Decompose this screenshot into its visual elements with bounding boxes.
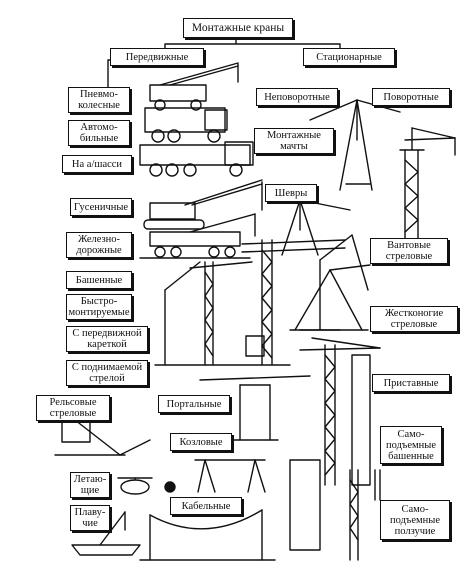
shear-legs-drawing xyxy=(281,199,351,256)
label-automobile: Автомо- бильные xyxy=(68,120,130,146)
railway-crane-drawing xyxy=(139,213,256,259)
rotating-crane-drawing xyxy=(399,127,456,241)
label-shear-legs: Шевры xyxy=(265,184,317,202)
label-tower: Башенные xyxy=(66,271,132,289)
label-masts: Монтажные мачты xyxy=(254,128,334,154)
label-cable: Кабельные xyxy=(170,497,242,515)
cable-crane-drawing xyxy=(139,509,276,561)
label-pneumatic: Пневмо- колесные xyxy=(68,87,130,113)
label-mobile-carriage: С передвижной кареткой xyxy=(66,326,148,352)
label-rotating: Поворотные xyxy=(372,88,450,106)
label-chassis: На а/шасси xyxy=(62,155,132,173)
crawler-crane-drawing xyxy=(143,179,263,230)
label-flying: Летаю- щие xyxy=(70,472,110,498)
label-rigid-leg-boom: Жестконогие стреловые xyxy=(370,306,458,332)
portal-crane-drawing xyxy=(199,375,311,441)
label-non-rotating: Неповоротные xyxy=(256,88,338,106)
rigid-leg-boom-drawing xyxy=(289,264,371,331)
self-lifting-crane-drawing xyxy=(289,459,381,561)
label-portal: Портальные xyxy=(158,395,230,413)
floating-crane-drawing xyxy=(71,511,141,556)
label-gantry: Козловые xyxy=(170,433,232,451)
label-crawler: Гусеничные xyxy=(70,198,132,216)
label-rail-boom: Рельсовые стреловые xyxy=(36,395,110,421)
label-railway: Железно- дорожные xyxy=(66,232,132,258)
label-self-lifting-climbing: Само- подъемные ползучие xyxy=(380,500,450,540)
diagram-title: Монтажные краны xyxy=(183,18,293,38)
attached-crane-drawing xyxy=(299,337,381,486)
gantry-crane-drawing xyxy=(194,459,266,493)
non-rotating-mast-drawing xyxy=(309,99,401,191)
category-mobile: Передвижные xyxy=(110,48,204,66)
label-guyed-boom: Вантовые стреловые xyxy=(370,238,448,264)
category-stationary: Стационарные xyxy=(303,48,395,66)
auto-crane-drawing xyxy=(144,107,228,143)
chassis-crane-drawing xyxy=(139,141,254,177)
tower-cranes-drawing xyxy=(154,239,346,366)
connector-lines xyxy=(107,35,341,111)
label-attached: Приставные xyxy=(372,374,450,392)
helicopter-drawing xyxy=(117,477,176,495)
label-fast-mount: Быстро- монтируемые xyxy=(66,294,132,320)
rail-boom-crane-drawing xyxy=(54,419,151,456)
label-lifting-boom: С поднимаемой стрелой xyxy=(66,360,148,386)
label-floating: Плаву- чие xyxy=(70,505,110,531)
label-self-lifting-tower: Само- подъемные башенные xyxy=(380,426,442,464)
pneumatic-crane-drawing xyxy=(149,62,239,111)
